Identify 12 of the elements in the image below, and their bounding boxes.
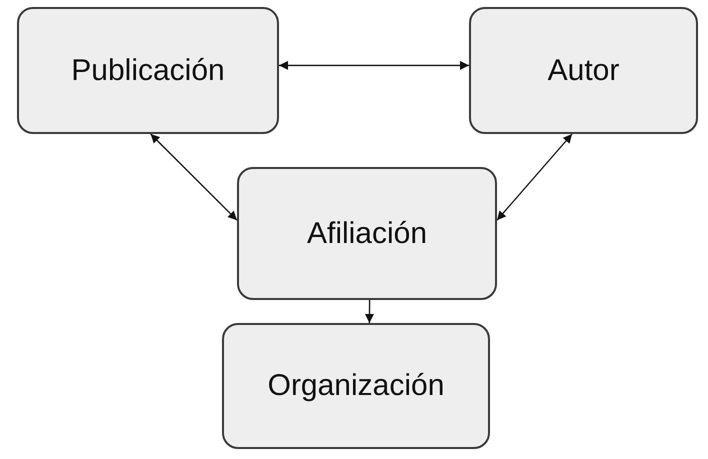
entity-label: Autor [548,54,620,88]
arrow [364,300,374,323]
arrow [150,134,238,221]
entity-label: Organización [268,369,444,403]
entity-box [469,7,698,134]
entity-box [237,167,497,300]
arrow [496,134,573,221]
entity-box [222,323,490,449]
entity-box [17,7,279,134]
entity-label: Publicación [71,54,225,88]
entity-label: Afiliación [306,216,428,250]
arrow [279,60,469,70]
